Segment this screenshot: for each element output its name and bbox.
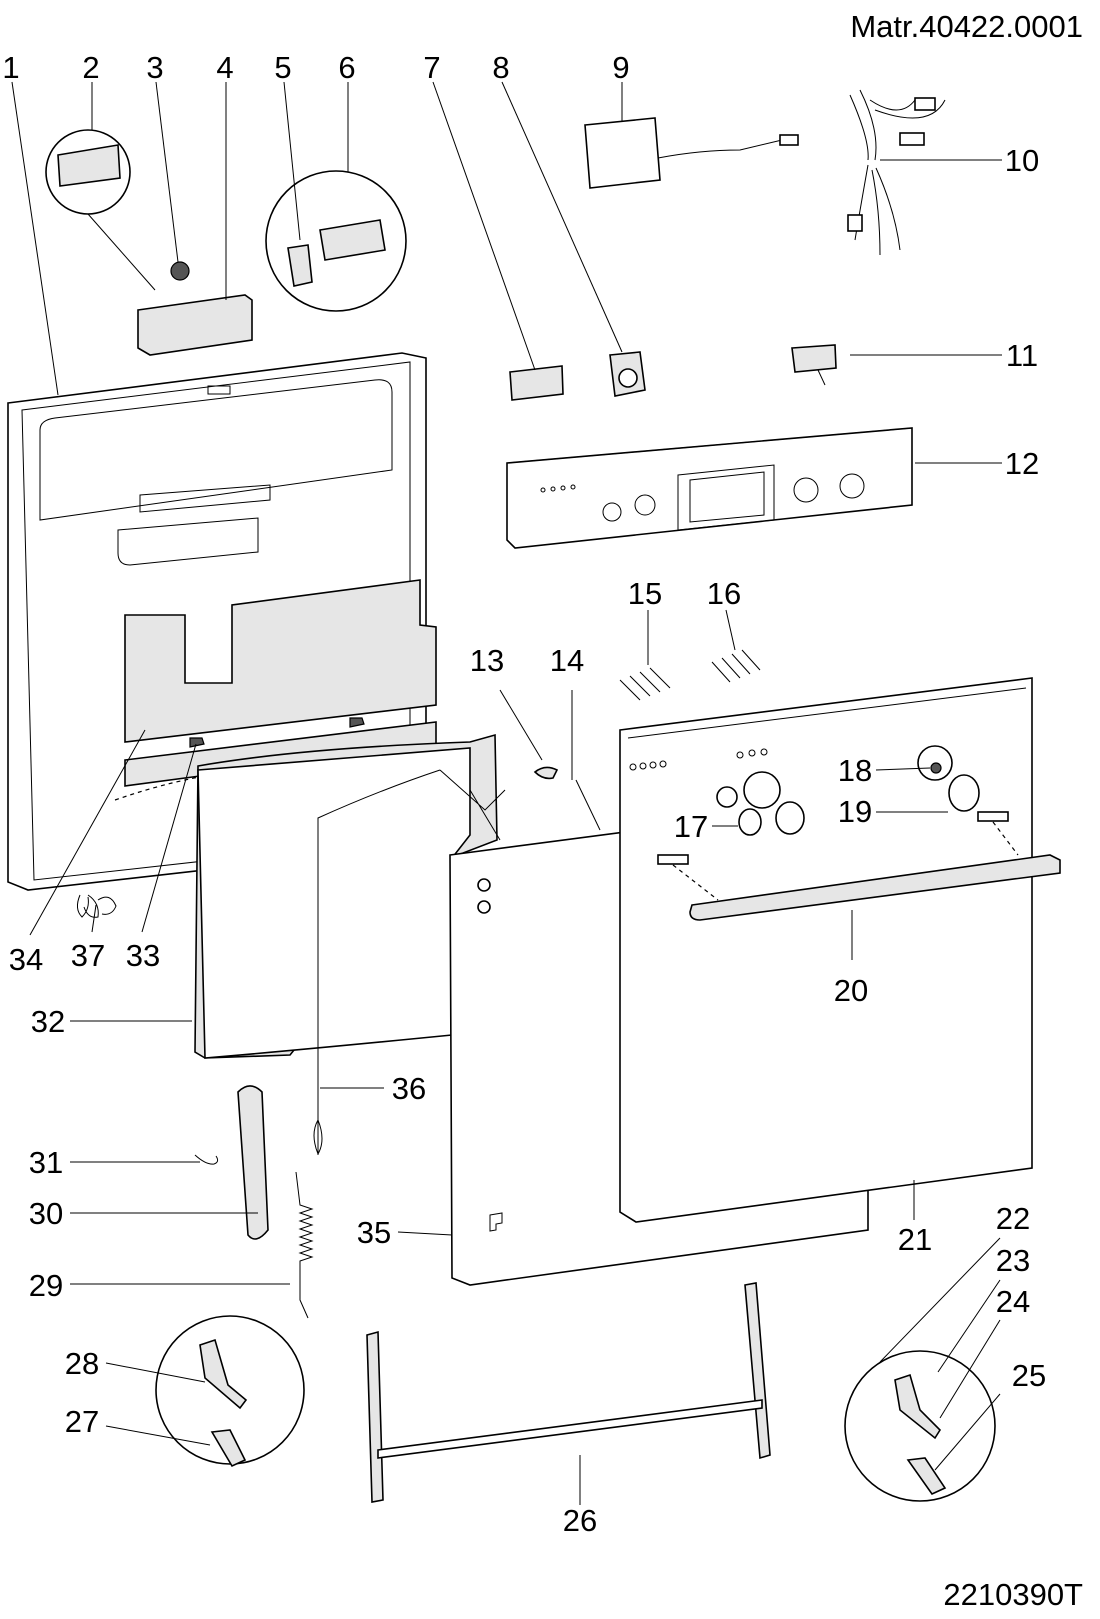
- callout-21: 21: [898, 1222, 932, 1257]
- callout-16: 16: [707, 576, 741, 611]
- bolts-set-b: [711, 649, 761, 683]
- clip-right: [349, 717, 365, 728]
- hinge-bar: [366, 1282, 771, 1503]
- bolts-set-a: [619, 667, 671, 701]
- pin: [194, 1154, 219, 1165]
- callout-28: 28: [65, 1346, 99, 1381]
- callout-6: 6: [338, 50, 355, 85]
- callout-17: 17: [674, 809, 708, 844]
- wedge: [533, 766, 559, 780]
- callout-1: 1: [2, 50, 19, 85]
- callout-9: 9: [612, 50, 629, 85]
- callout-32: 32: [31, 1004, 65, 1039]
- callout-29: 29: [29, 1268, 63, 1303]
- callout-3: 3: [146, 50, 163, 85]
- callout-labels: 1 2 3 4 5 6 7 8 9 10 11 12 13 14 15 16 1…: [2, 50, 1046, 1538]
- door-handle: [689, 854, 1061, 921]
- grab-handle: [237, 1085, 269, 1240]
- callout-10: 10: [1005, 143, 1039, 178]
- callout-22: 22: [996, 1201, 1030, 1236]
- door-cable: [313, 769, 441, 1156]
- knob-small: [738, 808, 762, 836]
- callout-34: 34: [9, 942, 43, 977]
- rod: [575, 779, 601, 831]
- callout-26: 26: [563, 1503, 597, 1538]
- knob-right: [948, 774, 980, 812]
- callout-15: 15: [628, 576, 662, 611]
- callout-12: 12: [1005, 446, 1039, 481]
- thermostat: [791, 344, 837, 373]
- callout-11: 11: [1006, 338, 1038, 373]
- callout-35: 35: [357, 1215, 391, 1250]
- callout-23: 23: [996, 1243, 1030, 1278]
- callout-25: 25: [1012, 1358, 1046, 1393]
- knob-left: [775, 801, 805, 835]
- callout-19: 19: [838, 794, 872, 829]
- drawing-number: 2210390T: [943, 1577, 1083, 1612]
- callout-24: 24: [996, 1284, 1030, 1319]
- callout-31: 31: [29, 1145, 63, 1180]
- hook-part: [76, 894, 117, 918]
- lower-panel-face: [197, 747, 471, 1059]
- callout-5: 5: [274, 50, 291, 85]
- callout-36: 36: [392, 1071, 426, 1106]
- callout-33: 33: [126, 938, 160, 973]
- callout-27: 27: [65, 1404, 99, 1439]
- callout-37: 37: [71, 938, 105, 973]
- tension-spring: [295, 1171, 314, 1319]
- insulation-panel: [124, 579, 437, 743]
- callout-20: 20: [834, 973, 868, 1008]
- module-cable: [657, 139, 783, 159]
- front-decor-panel: [619, 677, 1033, 1223]
- small-board: [509, 365, 564, 401]
- callout-7: 7: [423, 50, 440, 85]
- cable-spring: [439, 769, 506, 841]
- callout-30: 30: [29, 1196, 63, 1231]
- material-number: Matr.40422.0001: [850, 9, 1083, 44]
- knob-cap: [930, 762, 942, 774]
- electronic-module: [584, 117, 661, 189]
- callout-2: 2: [82, 50, 99, 85]
- clip-left: [189, 737, 205, 748]
- callout-13: 13: [470, 643, 504, 678]
- callout-4: 4: [216, 50, 233, 85]
- callout-8: 8: [492, 50, 509, 85]
- callout-18: 18: [838, 753, 872, 788]
- wiring-harness: [847, 89, 946, 256]
- detergent-dispenser: [137, 261, 253, 356]
- control-panel: [506, 427, 913, 549]
- leader-lines: [11, 81, 1002, 1505]
- callout-14: 14: [550, 643, 584, 678]
